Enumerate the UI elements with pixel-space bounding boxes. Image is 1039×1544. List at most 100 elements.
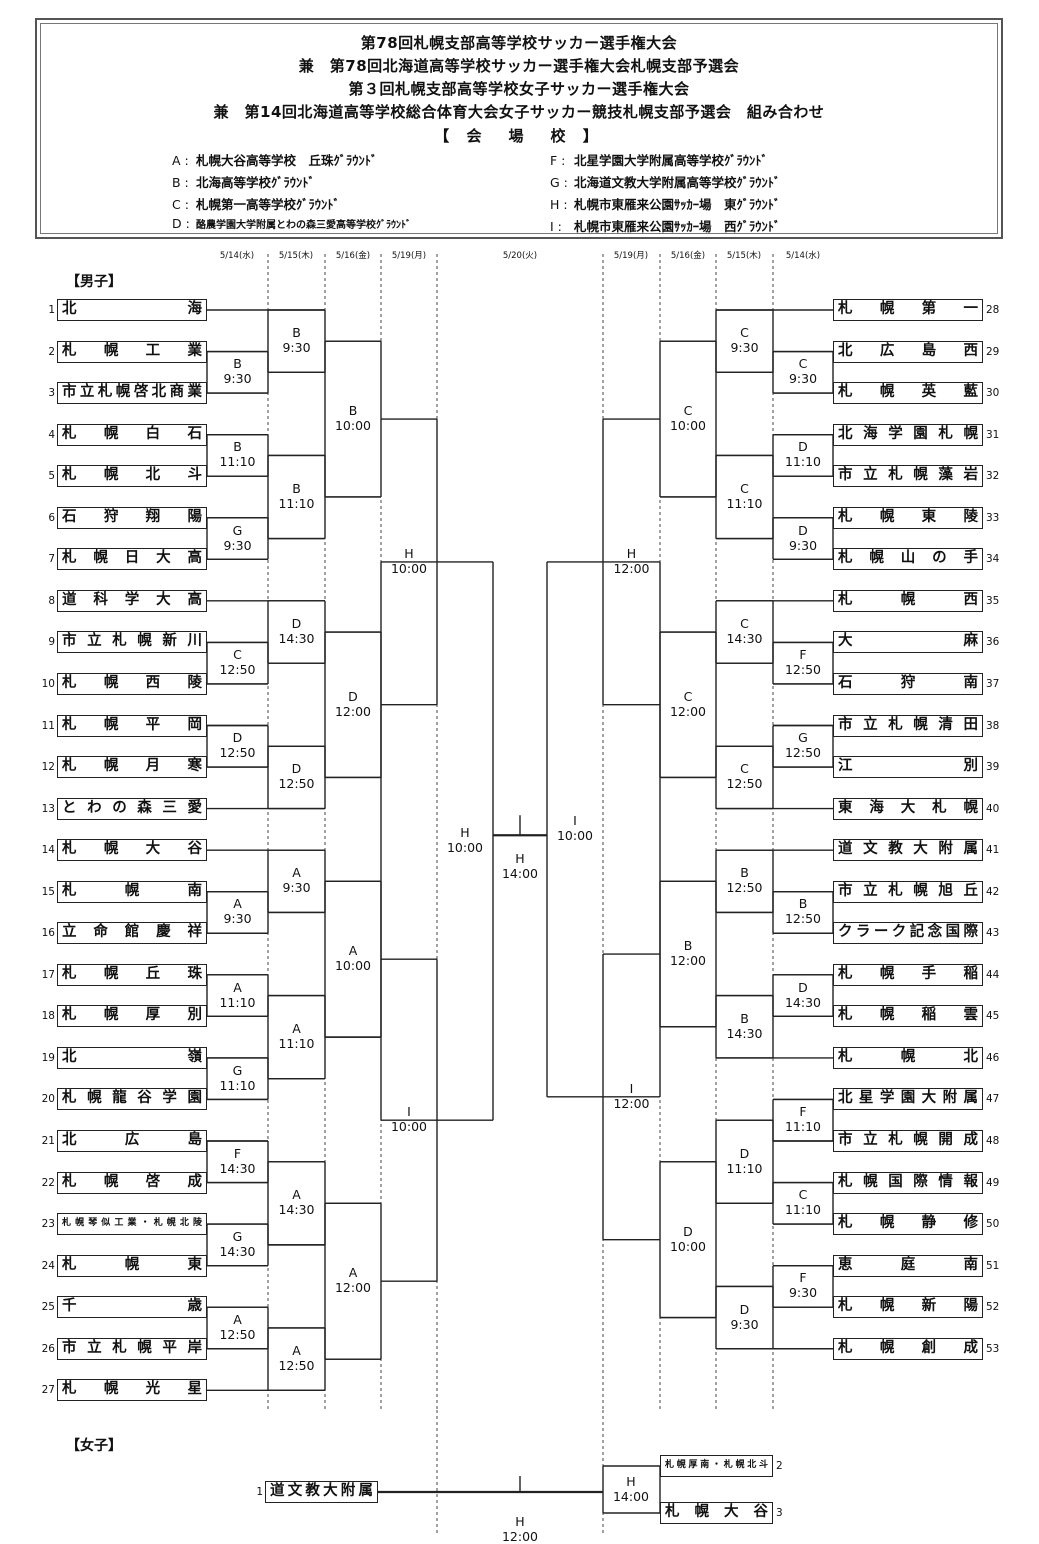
match-venue: H	[460, 825, 470, 841]
match-time: 9:30	[223, 537, 252, 553]
team-left: 市立札幌啓北商業	[57, 382, 207, 405]
match-time: 11:10	[784, 454, 822, 470]
team-left: 札幌北斗	[57, 465, 207, 488]
team-number: 7	[48, 553, 55, 566]
match-venue: G	[232, 1228, 243, 1244]
match-venue: I	[573, 813, 577, 829]
team-right: 札幌稲雲	[833, 1005, 983, 1028]
team-left: 札幌白石	[57, 423, 207, 446]
match-time: 9:30	[730, 1316, 759, 1332]
venue-name: 札幌第一高等学校ｸﾞﾗｳﾝﾄﾞ	[196, 197, 340, 212]
team-number: 15	[41, 885, 55, 898]
match-time: 12:50	[219, 662, 256, 678]
team-number: 13	[41, 802, 55, 815]
team-right: 東海大札幌	[833, 797, 983, 820]
team-right: 市立札幌開成	[833, 1130, 983, 1152]
match-venue: A	[292, 1343, 301, 1359]
team-right: 北星学園大附属	[833, 1088, 983, 1111]
match-time: 14:30	[784, 994, 822, 1010]
team-number: 49	[986, 1176, 1000, 1189]
team-number: 51	[986, 1259, 1000, 1272]
match-venue: B	[798, 896, 808, 912]
team-left: とわの森三愛	[57, 797, 207, 820]
match-time: 9:30	[282, 340, 311, 356]
venue-f: F :北星学園大学附属高等学校ｸﾞﾗｳﾝﾄﾞ	[550, 150, 768, 169]
match-venue: I	[407, 1104, 411, 1120]
match-venue: D	[798, 439, 808, 455]
team-number: 2	[776, 1460, 783, 1472]
title-line-4: 兼 第14回北海道高等学校総合体育大会女子サッカー競技札幌支部予選会 組み合わせ	[213, 103, 825, 121]
section-boys: 【男子】	[66, 274, 122, 290]
venue-h: H :札幌市東雁来公園ｻｯｶｰ場 東ｸﾞﾗｳﾝﾄﾞ	[550, 194, 780, 213]
match-time: 11:10	[726, 495, 763, 511]
match-venue: H	[626, 545, 637, 561]
team-left: 立命館慶祥	[57, 922, 207, 945]
team-right: 市立札幌清田	[833, 714, 983, 737]
team-right: 市立札幌藻岩	[833, 465, 983, 488]
date-label: 5/19(月)	[391, 251, 427, 261]
team-number: 28	[986, 304, 1000, 316]
match-venue: F	[233, 1145, 242, 1161]
venue-code: F :	[550, 153, 566, 168]
match-time: 10:00	[390, 1119, 428, 1135]
team-left: 北広島	[57, 1130, 207, 1152]
date-label: 5/14(水)	[219, 251, 255, 261]
date-label: 5/14(水)	[785, 251, 821, 261]
match-venue: B	[348, 403, 358, 419]
team-number: 50	[986, 1218, 1000, 1231]
venue-code: C :	[172, 197, 189, 212]
team-left: 千 歳	[57, 1296, 207, 1319]
match-venue: C	[740, 480, 749, 496]
match-time: 10:00	[390, 560, 428, 576]
match-time: 12:00	[501, 1529, 539, 1544]
match-venue: D	[739, 1145, 750, 1161]
match-time: 14:30	[726, 1025, 763, 1041]
match-venue: D	[232, 730, 243, 746]
team-number: 45	[986, 1010, 1000, 1023]
team-number: 41	[986, 844, 1000, 857]
venue-code: B :	[172, 175, 189, 190]
section-girls: 【女子】	[66, 1438, 122, 1454]
team-number: 14	[41, 844, 55, 857]
team-number: 23	[41, 1218, 55, 1231]
match-time: 11:10	[726, 1160, 763, 1176]
match-time: 10:00	[334, 418, 372, 434]
venue-code: A :	[172, 153, 189, 168]
match-time: 12:00	[613, 1095, 650, 1111]
team-number: 3	[776, 1507, 783, 1519]
match-time: 12:50	[219, 1326, 256, 1342]
team-left: 札幌琴似工業・札幌北陵	[57, 1213, 207, 1236]
venue-name: 酪農学園大学附属とわの森三愛高等学校ｸﾞﾗｳﾝﾄﾞ	[196, 220, 411, 231]
match-time: 11:10	[784, 1119, 822, 1135]
team-number: 8	[48, 594, 55, 607]
match-venue: A	[292, 1187, 301, 1203]
match-venue: D	[291, 616, 302, 631]
team-number: 47	[986, 1093, 1000, 1106]
match-time: 11:10	[219, 994, 256, 1010]
team-number: 26	[41, 1342, 55, 1355]
team-right: 札幌英藍	[833, 382, 983, 405]
match-venue: A	[233, 896, 242, 912]
